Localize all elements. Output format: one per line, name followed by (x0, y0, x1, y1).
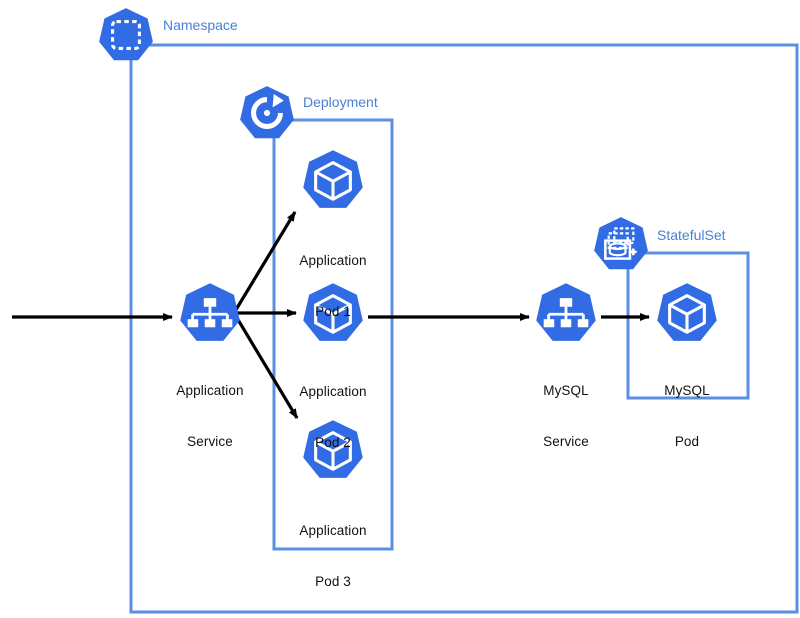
arrow-application-service-to-pod-3 (232, 312, 299, 419)
application-pod-3-label-line2: Pod 3 (315, 574, 351, 589)
deployment-icon (240, 86, 294, 139)
application-pod-3-label-line1: Application (299, 523, 367, 538)
namespace-icon (99, 8, 153, 61)
statefulset-boundary (626, 251, 750, 400)
application-pod-1-label: Application Pod 1 (263, 218, 403, 354)
application-pod-3-icon (303, 420, 363, 478)
application-pod-1-icon (303, 150, 363, 208)
application-pod-1-label-line1: Application (299, 253, 367, 268)
mysql-pod-label-line2: Pod (674, 434, 700, 449)
mysql-service-label: MySQL Service (496, 348, 636, 484)
mysql-service-label-line2: Service (543, 434, 589, 449)
application-pod-2-label-line1: Application (299, 384, 367, 399)
application-pod-2-label-line2: Pod 2 (315, 435, 351, 450)
namespace-group-label: Namespace (163, 17, 238, 33)
application-pod-1-label-line2: Pod 1 (315, 304, 351, 319)
application-service-label-line2: Service (187, 434, 233, 449)
application-service-label-line1: Application (176, 383, 244, 398)
mysql-service-icon (536, 283, 596, 341)
mysql-pod-label: MySQL Pod (617, 348, 757, 484)
statefulset-icon (594, 217, 648, 270)
mysql-pod-icon (657, 283, 717, 341)
application-service-label: Application Service (140, 348, 280, 484)
deployment-boundary (272, 118, 394, 551)
connection-arrows (12, 211, 650, 419)
arrow-application-service-to-pod-1 (232, 211, 297, 314)
statefulset-group-label: StatefulSet (657, 227, 726, 243)
mysql-service-label-line1: MySQL (543, 383, 589, 398)
mysql-pod-label-line1: MySQL (664, 383, 710, 398)
application-pod-3-label: Application Pod 3 (263, 488, 403, 618)
deployment-group-label: Deployment (303, 94, 378, 110)
application-service-icon (180, 283, 240, 341)
application-pod-2-icon (303, 283, 363, 341)
application-pod-2-label: Application Pod 2 (263, 349, 403, 485)
